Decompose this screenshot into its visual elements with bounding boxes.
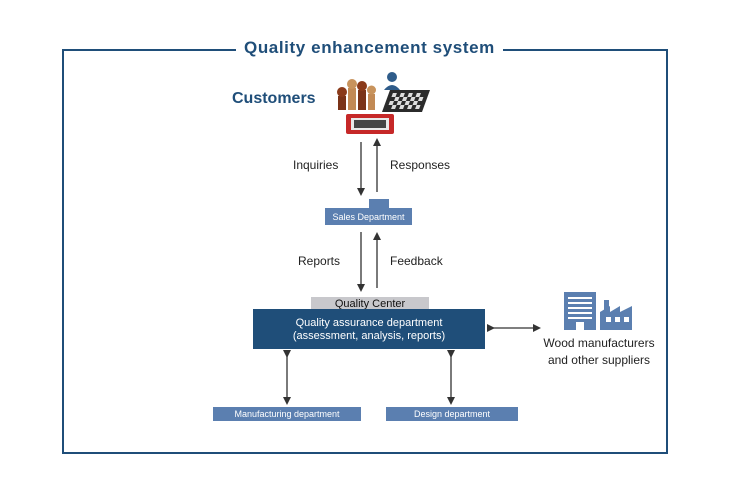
inquiries-label: Inquiries: [293, 158, 339, 172]
quality-center: Quality Center: [311, 297, 429, 311]
design-department: Design department: [386, 407, 518, 421]
customer-icons: [337, 72, 430, 134]
responses-label: Responses: [390, 158, 451, 172]
factory-icon: [600, 300, 632, 330]
suppliers-line-2: and other suppliers: [547, 353, 651, 367]
customers-label: Customers: [232, 90, 316, 107]
qad-title: Quality assurance department: [295, 317, 443, 329]
sales-department: Sales Department: [325, 210, 412, 225]
manufacturing-department: Manufacturing department: [213, 407, 361, 421]
chess-clock-icon: [346, 114, 394, 134]
sales-tab: [369, 199, 389, 209]
chessboard-icon: [381, 90, 430, 112]
quality-assurance-department: Quality assurance department (assessment…: [253, 309, 485, 349]
feedback-label: Feedback: [390, 254, 443, 268]
diagram-title: Quality enhancement system: [236, 38, 503, 58]
sales-line: [325, 208, 412, 210]
user-icon: [384, 72, 400, 90]
suppliers-line-1: Wood manufacturers: [543, 336, 655, 350]
chess-pieces-icon: [337, 79, 376, 110]
suppliers-label: Wood manufacturers and other suppliers: [538, 335, 660, 369]
office-building-icon: [564, 292, 596, 330]
supplier-icons: [564, 292, 632, 330]
reports-label: Reports: [298, 254, 341, 268]
qad-subtitle: (assessment, analysis, reports): [292, 330, 446, 342]
